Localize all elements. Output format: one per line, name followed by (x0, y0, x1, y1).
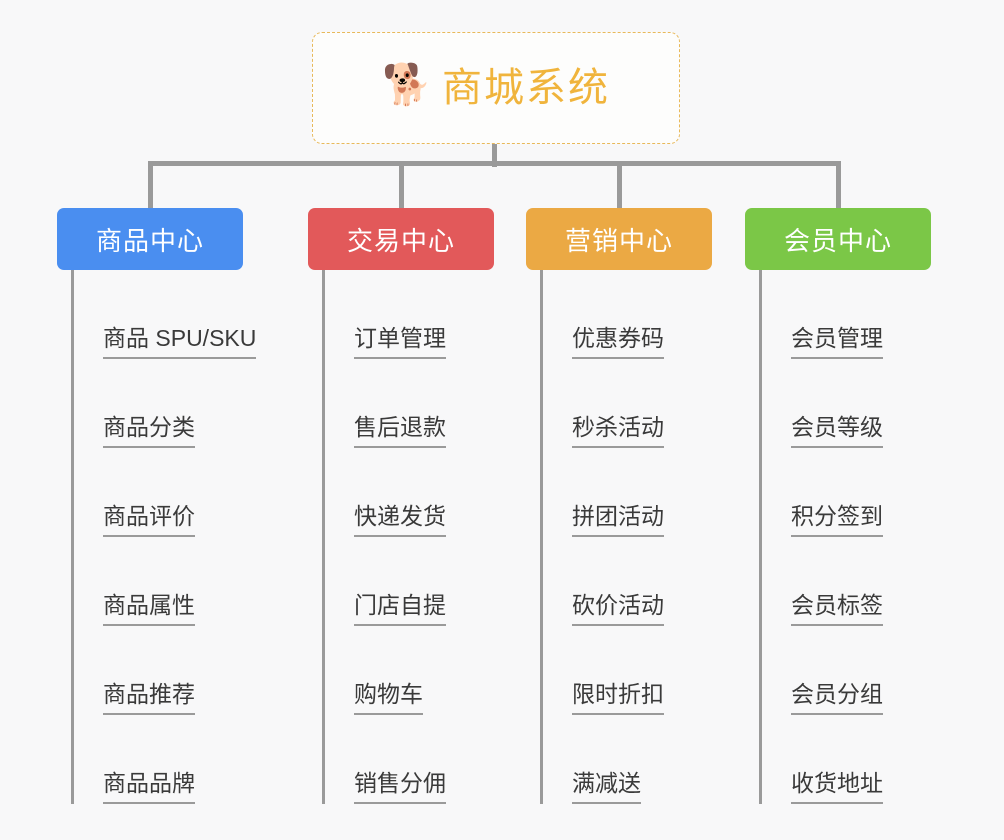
branch-header-label: 商品中心 (95, 225, 204, 256)
leaf-label: 商品推荐 (103, 681, 195, 715)
leaf-item[interactable]: 商品品牌 (71, 715, 243, 804)
leaf-item[interactable]: 快递发货 (322, 448, 494, 537)
branch-product-center: 商品中心商品 SPU/SKU 商品分类商品评价商品属性商品推荐商品品牌 (57, 208, 257, 804)
leaf-label: 砍价活动 (572, 592, 664, 626)
connector-drop-member-center (836, 161, 841, 209)
leaf-list-product-center: 商品 SPU/SKU 商品分类商品评价商品属性商品推荐商品品牌 (71, 270, 257, 804)
leaf-item[interactable]: 商品推荐 (71, 626, 243, 715)
branch-trade-center: 交易中心订单管理售后退款快递发货门店自提购物车销售分佣 (308, 208, 494, 804)
leaf-label: 拼团活动 (572, 503, 664, 537)
leaf-list-trade-center: 订单管理售后退款快递发货门店自提购物车销售分佣 (322, 270, 494, 804)
branch-header-trade-center[interactable]: 交易中心 (308, 208, 494, 270)
leaf-item[interactable]: 满减送 (540, 715, 712, 804)
connector-drop-trade-center (399, 161, 404, 209)
leaf-label: 秒杀活动 (572, 414, 664, 448)
branch-header-label: 营销中心 (564, 225, 673, 256)
leaf-item[interactable]: 门店自提 (322, 537, 494, 626)
root-node[interactable]: 🐕 商城系统 (312, 32, 680, 144)
leaf-label: 商品品牌 (103, 770, 195, 804)
leaf-item[interactable]: 砍价活动 (540, 537, 712, 626)
leaf-item[interactable]: 订单管理 (322, 270, 494, 359)
leaf-list-member-center: 会员管理会员等级积分签到会员标签会员分组收货地址 (759, 270, 931, 804)
leaf-label: 商品 SPU/SKU (103, 325, 257, 359)
leaf-item[interactable]: 商品评价 (71, 448, 243, 537)
leaf-label: 会员分组 (791, 681, 883, 715)
branch-header-marketing-center[interactable]: 营销中心 (526, 208, 712, 270)
shiba-dog-face-icon: 🐕 (382, 63, 432, 107)
leaf-spine-member-center (759, 270, 762, 804)
branch-header-member-center[interactable]: 会员中心 (745, 208, 931, 270)
leaf-item[interactable]: 积分签到 (759, 448, 931, 537)
leaf-item[interactable]: 商品属性 (71, 537, 243, 626)
leaf-label: 订单管理 (354, 325, 446, 359)
leaf-label: 会员管理 (791, 325, 883, 359)
leaf-label: 售后退款 (354, 414, 446, 448)
leaf-item[interactable]: 会员等级 (759, 359, 931, 448)
leaf-item[interactable]: 限时折扣 (540, 626, 712, 715)
leaf-item[interactable]: 会员标签 (759, 537, 931, 626)
leaf-item[interactable]: 会员管理 (759, 270, 931, 359)
leaf-spine-trade-center (322, 270, 325, 804)
leaf-item[interactable]: 秒杀活动 (540, 359, 712, 448)
branch-member-center: 会员中心会员管理会员等级积分签到会员标签会员分组收货地址 (745, 208, 931, 804)
branch-marketing-center: 营销中心优惠券码秒杀活动拼团活动砍价活动限时折扣满减送 (526, 208, 712, 804)
leaf-item[interactable]: 拼团活动 (540, 448, 712, 537)
leaf-label: 优惠券码 (572, 325, 664, 359)
branch-header-product-center[interactable]: 商品中心 (57, 208, 243, 270)
leaf-label: 限时折扣 (572, 681, 664, 715)
leaf-label: 购物车 (354, 681, 423, 715)
leaf-item[interactable]: 收货地址 (759, 715, 931, 804)
leaf-item[interactable]: 会员分组 (759, 626, 931, 715)
leaf-label: 收货地址 (791, 770, 883, 804)
leaf-item[interactable]: 商品 SPU/SKU (71, 270, 257, 359)
branch-header-label: 交易中心 (346, 225, 455, 256)
connector-horizontal-bus (150, 161, 840, 166)
leaf-label: 快递发货 (354, 503, 446, 537)
root-title: 商城系统 (442, 66, 610, 110)
leaf-label: 销售分佣 (354, 770, 446, 804)
leaf-label: 门店自提 (354, 592, 446, 626)
connector-drop-marketing-center (617, 161, 622, 209)
connector-root-stem (492, 144, 497, 167)
leaf-label: 满减送 (572, 770, 641, 804)
leaf-item[interactable]: 售后退款 (322, 359, 494, 448)
leaf-label: 会员标签 (791, 592, 883, 626)
leaf-label: 商品属性 (103, 592, 195, 626)
leaf-label: 商品分类 (103, 414, 195, 448)
leaf-label: 积分签到 (791, 503, 883, 537)
leaf-spine-product-center (71, 270, 74, 804)
leaf-item[interactable]: 优惠券码 (540, 270, 712, 359)
leaf-item[interactable]: 商品分类 (71, 359, 243, 448)
leaf-list-marketing-center: 优惠券码秒杀活动拼团活动砍价活动限时折扣满减送 (540, 270, 712, 804)
leaf-spine-marketing-center (540, 270, 543, 804)
leaf-label: 会员等级 (791, 414, 883, 448)
leaf-item[interactable]: 购物车 (322, 626, 494, 715)
leaf-item[interactable]: 销售分佣 (322, 715, 494, 804)
branch-header-label: 会员中心 (783, 225, 892, 256)
connector-drop-product-center (148, 161, 153, 209)
leaf-label: 商品评价 (103, 503, 195, 537)
